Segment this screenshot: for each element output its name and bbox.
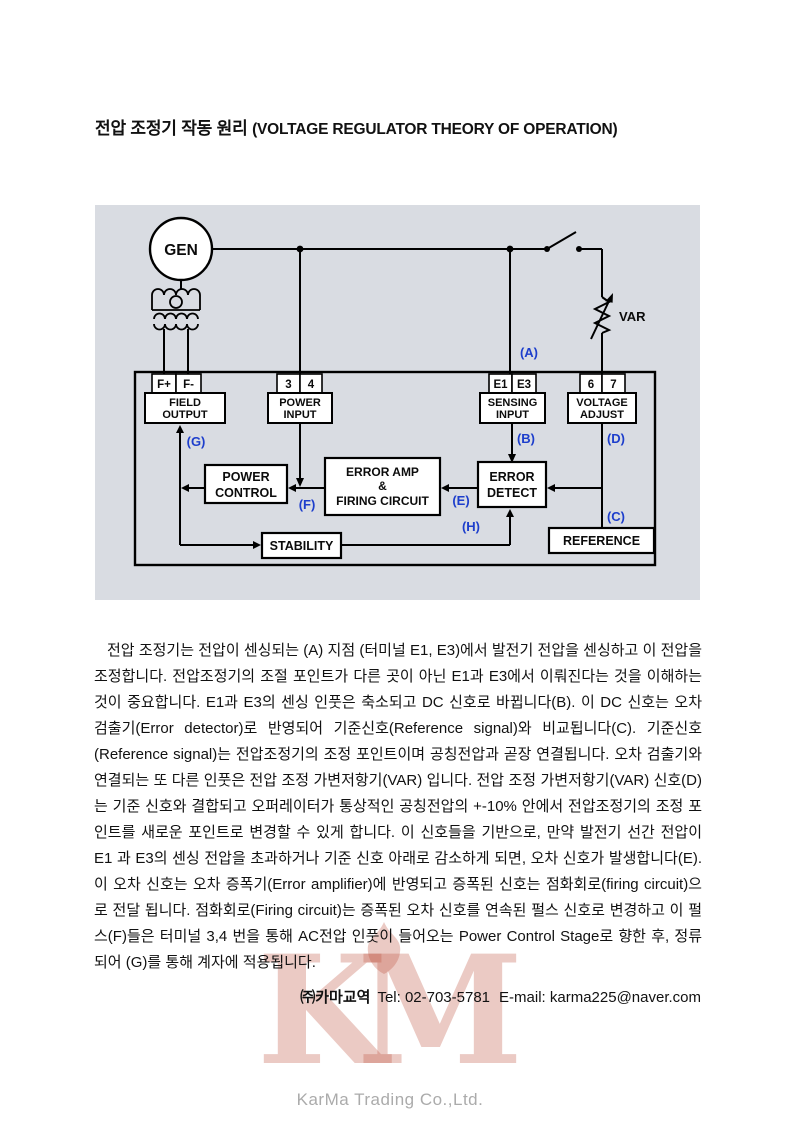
signal-point-labels: (A) (B) (D) (G) (E) (F) (H) (C) [187,345,625,534]
signal-label-c: (C) [607,509,625,524]
sensing-input-label-2: INPUT [496,409,529,421]
var-label: VAR [619,309,646,324]
regulator-boundary [133,370,657,567]
error-amp-label-3: FIRING CIRCUIT [336,494,429,508]
wires [163,231,610,546]
sensing-input-label-1: SENSING [488,397,538,409]
diagram-container: GEN VAR F+ F- [95,205,700,600]
body-paragraph: 전압 조정기는 전압이 센싱되는 (A) 지점 (터미널 E1, E3)에서 발… [94,642,702,971]
pin-e1: E1 [493,379,508,391]
page-title-korean: 전압 조정기 작동 원리 [95,119,248,138]
pin-f-minus: F- [183,379,194,391]
page-title: 전압 조정기 작동 원리 (VOLTAGE REGULATOR THEORY O… [95,114,618,139]
error-amp-label-2: & [378,479,387,493]
field-output-label-1: FIELD [169,397,201,409]
error-detect-block: ERROR DETECT [476,460,548,509]
power-input-label-2: INPUT [284,409,317,421]
page-title-english: (VOLTAGE REGULATOR THEORY OF OPERATION) [252,121,618,138]
arrowheads [176,293,613,549]
error-detect-label-2: DETECT [487,486,537,500]
error-amp-label-1: ERROR AMP [346,465,419,479]
reference-label: REFERENCE [563,534,640,548]
power-control-label-2: CONTROL [215,486,277,500]
power-input-terminal: 3 4 POWER INPUT [267,373,333,424]
stability-label: STABILITY [270,539,334,553]
pin-3: 3 [285,379,291,391]
error-amp-firing-circuit-block: ERROR AMP & FIRING CIRCUIT [323,456,442,517]
power-control-label-1: POWER [222,470,269,484]
sensing-input-terminal: E1 E3 SENSING INPUT [479,373,546,424]
phone-number: Tel: 02-703-5781 [377,989,491,1006]
watermark-caption: KarMa Trading Co.,Ltd. [296,1090,484,1109]
generator-symbol: GEN [148,216,214,282]
signal-label-g: (G) [187,434,206,449]
signal-label-a: (A) [520,345,538,360]
pin-e3: E3 [517,379,531,391]
field-output-terminal: F+ F- FIELD OUTPUT [144,373,226,424]
power-control-block: POWER CONTROL [203,463,289,505]
exciter-field-winding-symbol [151,288,201,331]
voltage-regulator-block-diagram: GEN VAR F+ F- [95,205,700,600]
signal-label-b: (B) [517,431,535,446]
junction-dots [296,245,582,253]
reference-block: REFERENCE [547,526,656,555]
email-address: E-mail: karma225@naver.com [499,989,701,1006]
pin-4: 4 [308,379,315,391]
generator-label: GEN [164,242,198,259]
breaker-switch-blade [546,231,577,250]
error-detect-label-1: ERROR [489,470,534,484]
pin-6: 6 [588,379,594,391]
voltage-adjust-terminal: 6 7 VOLTAGE ADJUST [567,373,637,424]
power-input-label-1: POWER [279,397,321,409]
signal-label-d: (D) [607,431,625,446]
voltage-adjust-label-2: ADJUST [580,409,624,421]
pin-7: 7 [610,379,616,391]
voltage-adjust-label-1: VOLTAGE [576,397,628,409]
stability-block: STABILITY [260,531,343,560]
signal-label-f: (F) [299,497,316,512]
field-output-label-2: OUTPUT [162,409,208,421]
signal-label-e: (E) [452,493,469,508]
signal-label-h: (H) [462,519,480,534]
footer-contact: ㈜카마교역 Tel: 02-703-5781 E-mail: karma225@na… [95,986,701,1007]
company-name: ㈜카마교역 [300,989,371,1006]
pin-f-plus: F+ [157,379,171,391]
